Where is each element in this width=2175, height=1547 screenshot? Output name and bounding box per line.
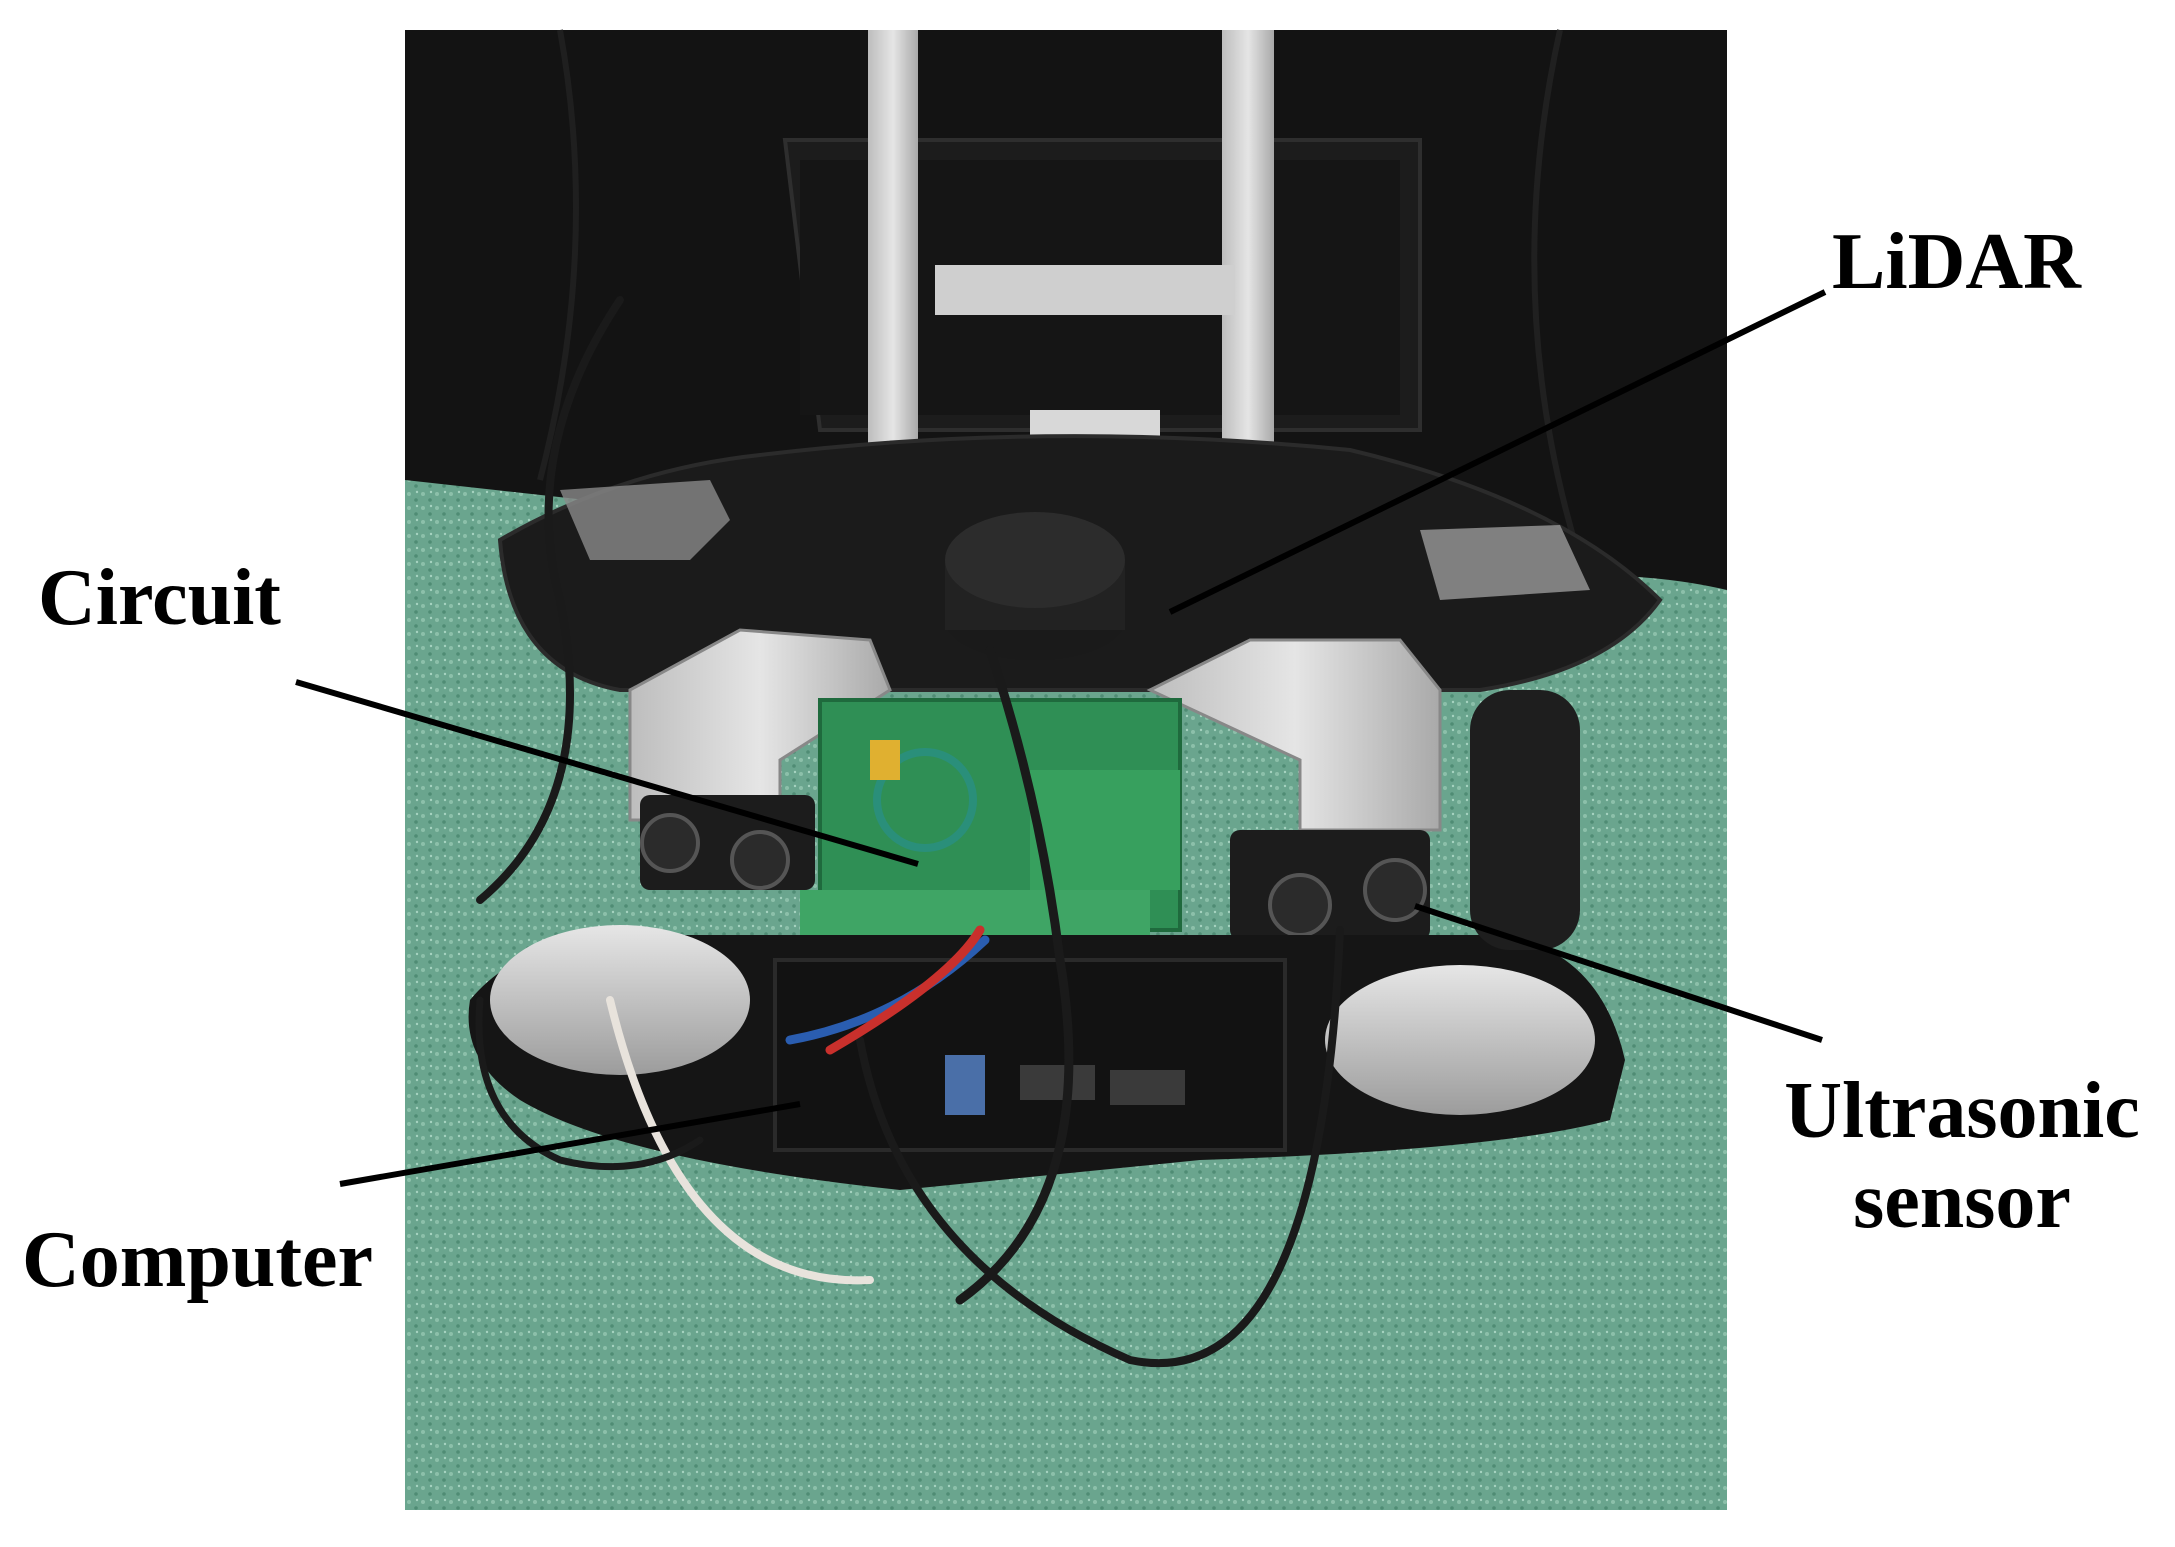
label-ultrasonic-line1: Ultrasonic (1784, 1067, 2140, 1155)
label-ultrasonic-line2: sensor (1853, 1157, 2071, 1245)
label-lidar: LiDAR (1832, 218, 2081, 306)
leader-line-circuit (295, 679, 919, 867)
circuit-board (800, 698, 1182, 940)
label-computer: Computer (22, 1216, 374, 1304)
leader-lines (295, 289, 1827, 1187)
leader-line-lidar (1168, 289, 1827, 615)
label-circuit: Circuit (38, 554, 281, 642)
computer-box (773, 958, 1287, 1152)
lidar-device (945, 512, 1125, 660)
leader-line-computer (339, 1101, 801, 1187)
cables (475, 296, 1344, 1368)
leader-line-ultrasonic (1414, 903, 1823, 1043)
label-ultrasonic-sensor: Ultrasonic sensor (1762, 1066, 2162, 1246)
